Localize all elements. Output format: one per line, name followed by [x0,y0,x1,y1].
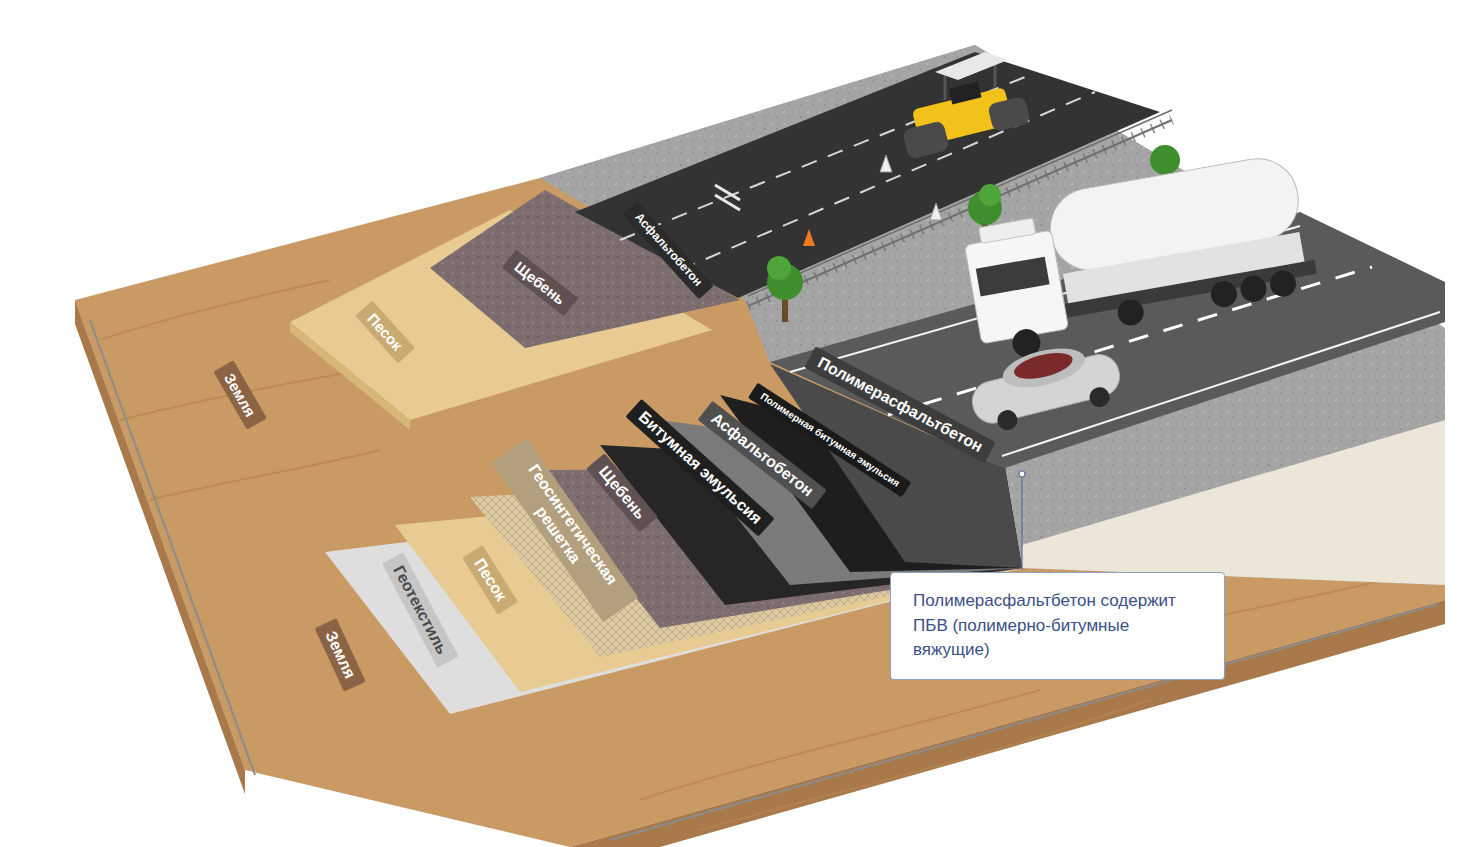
callout-box: Полимерасфальтбетон содержит ПБВ (полиме… [890,572,1225,680]
callout-text: Полимерасфальтбетон содержит ПБВ (полиме… [913,589,1202,663]
